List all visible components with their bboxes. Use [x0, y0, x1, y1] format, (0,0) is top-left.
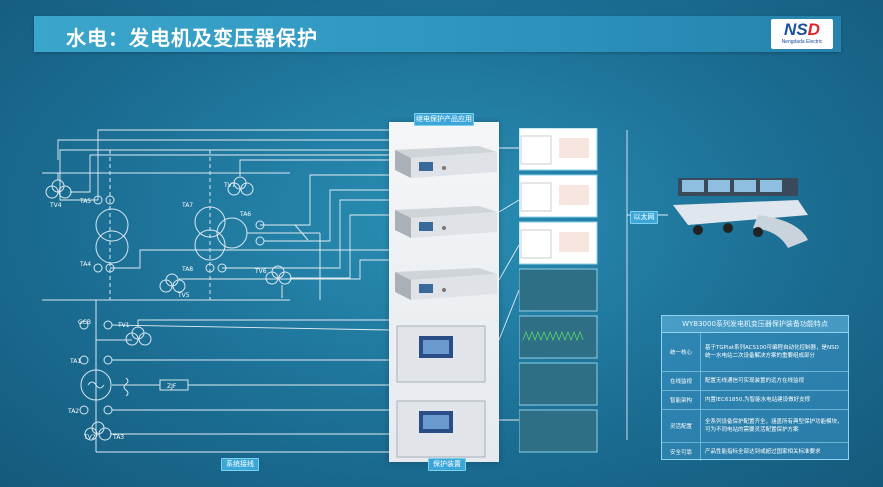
diagram-label-tv7: TV7 — [223, 182, 236, 189]
logo-mark-right: D — [807, 20, 820, 39]
feature-desc: 内置IEC61850,为智能水电站建设做好支撑 — [705, 397, 811, 403]
diagram-label-tv1: TV1 — [117, 322, 130, 329]
logo-mark-left: NS — [784, 20, 808, 39]
diagram-label-ta6: TA6 — [239, 211, 251, 218]
control-room-icon — [673, 178, 808, 248]
feature-desc: 配置无线通信可实现装置的远方在线监视 — [705, 378, 805, 384]
feature-row: 智能架构 内置IEC61850,为智能水电站建设做好支撑 — [662, 391, 848, 410]
diagram-label-ta3: TA3 — [112, 434, 124, 441]
diagram-label-ta5: TA5 — [79, 198, 91, 205]
page-title: 水电：发电机及变压器保护 — [66, 26, 318, 50]
screen-thumbnails — [519, 128, 598, 453]
feature-desc: 产品性能指标全部达到或超过国家相关标准要求 — [705, 449, 821, 455]
diagram-label-tv2: TV2 — [83, 434, 96, 441]
diagram-label-ta4: TA4 — [79, 261, 91, 268]
feature-name: 灵活配置 — [662, 410, 701, 442]
feature-name: 智能架构 — [662, 391, 701, 409]
feature-table: WYB3000系列发电机变压器保护装备功能特点 统一核心 基于TGPlat系列A… — [661, 315, 849, 461]
relay-device-icon — [395, 146, 497, 458]
protection-device-panel — [389, 122, 499, 462]
diagram-label-tv6: TV6 — [254, 268, 267, 275]
feature-row: 灵活配置 全系列设备保护配置齐全，涵盖所有典型保护功能模块，可为不同电站的需要灵… — [662, 410, 848, 443]
diagram-label-gcb: GCB — [78, 319, 91, 326]
logo-subtitle: Nengdada Electric — [781, 39, 823, 45]
feature-desc: 基于TGPlat系列ACS100可编程自动化控制器，是NSD统一水电站二次设备解… — [705, 345, 839, 359]
feature-table-title: WYB3000系列发电机变压器保护装备功能特点 — [662, 316, 848, 333]
diagram-label-ta1: TA1 — [69, 358, 81, 365]
feature-name: 安全可靠 — [662, 443, 701, 461]
diagram-label-tv5: TV5 — [177, 292, 190, 299]
diagram-label-ta8: TA8 — [181, 266, 193, 273]
title-bar: 水电：发电机及变压器保护 NSD Nengdada Electric — [34, 16, 841, 52]
feature-name: 统一核心 — [662, 333, 701, 371]
bottom-mid-tag: 保护装置 — [428, 458, 466, 471]
bottom-left-tag: 系统接线 — [221, 458, 259, 471]
ethernet-tag: 以太网 — [630, 211, 658, 224]
company-logo: NSD Nengdada Electric — [771, 19, 833, 49]
screen-icon — [519, 128, 598, 453]
diagram-label-tv4: TV4 — [49, 202, 62, 209]
diagram-label-ta7: TA7 — [181, 202, 193, 209]
logo-mark: NSD — [771, 21, 833, 39]
feature-name: 在线监视 — [662, 372, 701, 390]
diagram-label-zjf: ZJF — [167, 383, 177, 390]
feature-desc: 全系列设备保护配置齐全，涵盖所有典型保护功能模块，可为不同电站的需要灵活配置保护… — [705, 419, 843, 433]
feature-row: 统一核心 基于TGPlat系列ACS100可编程自动化控制器，是NSD统一水电站… — [662, 333, 848, 372]
diagram-label-ta2: TA2 — [67, 408, 79, 415]
feature-row: 在线监视 配置无线通信可实现装置的远方在线监视 — [662, 372, 848, 391]
feature-row: 安全可靠 产品性能指标全部达到或超过国家相关标准要求 — [662, 443, 848, 461]
top-tag: 继电保护产品应用 — [414, 113, 474, 126]
